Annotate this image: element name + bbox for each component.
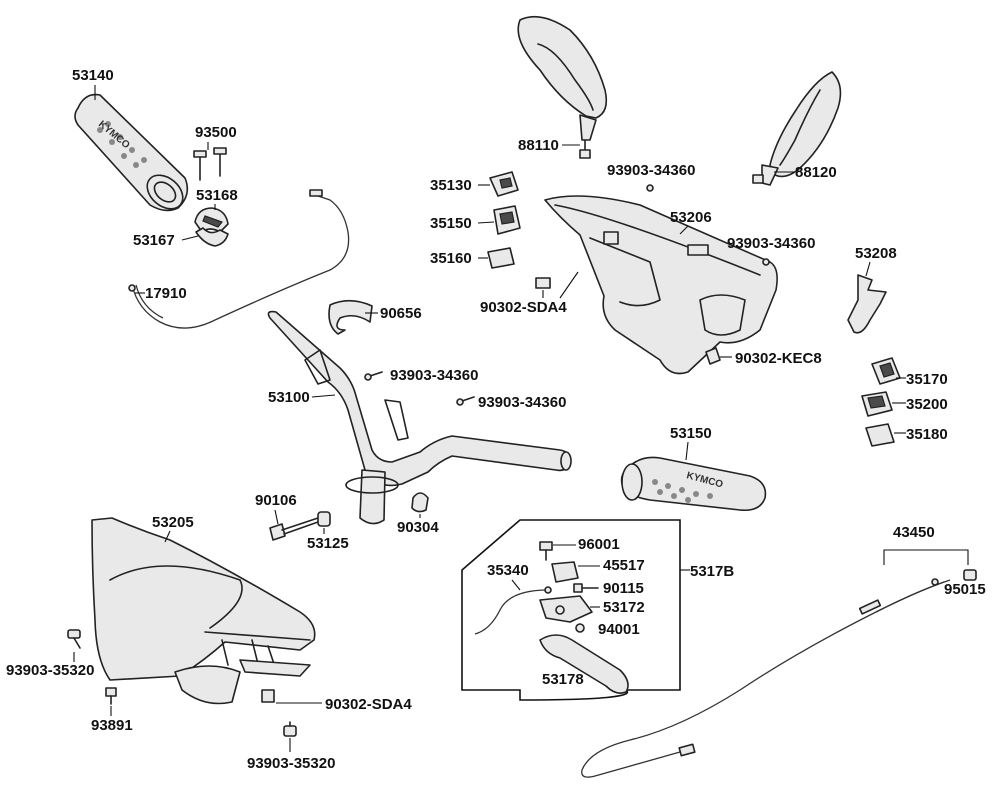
strap-90656[interactable] bbox=[328, 299, 373, 335]
label-93903-35320-b: 93903-35320 bbox=[247, 755, 335, 772]
screw-93903-34360-a[interactable] bbox=[646, 184, 654, 192]
screw-90115[interactable] bbox=[573, 583, 599, 593]
right-grip-53150[interactable]: KYMCO bbox=[620, 456, 767, 512]
label-35130: 35130 bbox=[430, 177, 472, 194]
label-93891: 93891 bbox=[91, 717, 133, 734]
screw-93903-34360-c[interactable] bbox=[364, 371, 383, 381]
screws-93500[interactable] bbox=[193, 147, 227, 181]
handlebar-53100[interactable] bbox=[267, 310, 572, 525]
label-95015: 95015 bbox=[944, 581, 986, 598]
label-93500: 93500 bbox=[195, 124, 237, 141]
label-94001: 94001 bbox=[598, 621, 640, 638]
switch-35130[interactable] bbox=[489, 171, 519, 197]
bolt-90106[interactable] bbox=[269, 517, 319, 541]
nut-95015[interactable] bbox=[963, 569, 977, 581]
screw-93891[interactable] bbox=[105, 687, 117, 705]
label-53178: 53178 bbox=[542, 671, 584, 688]
label-53172: 53172 bbox=[603, 599, 645, 616]
clip-90302-sda4-a[interactable] bbox=[535, 277, 551, 289]
nut-53125[interactable] bbox=[317, 511, 331, 527]
nut-90304[interactable] bbox=[411, 492, 429, 513]
switch-35160[interactable] bbox=[487, 247, 515, 269]
screw-93903-34360-d[interactable] bbox=[456, 396, 475, 406]
switch-35180[interactable] bbox=[865, 423, 895, 447]
label-35150: 35150 bbox=[430, 215, 472, 232]
label-90304: 90304 bbox=[397, 519, 439, 536]
label-45517: 45517 bbox=[603, 557, 645, 574]
left-grip[interactable]: KYMCO bbox=[74, 93, 189, 216]
screw-96001[interactable] bbox=[539, 541, 553, 561]
lever-holder-53172[interactable] bbox=[539, 595, 593, 623]
label-90302-sda4-b: 90302-SDA4 bbox=[325, 696, 412, 713]
brake-lever-53178[interactable] bbox=[539, 634, 629, 694]
handlebar-cover-rear-53206[interactable] bbox=[544, 195, 778, 375]
label-53125: 53125 bbox=[307, 535, 349, 552]
label-53100: 53100 bbox=[268, 389, 310, 406]
switch-35170[interactable] bbox=[871, 357, 901, 385]
label-53140: 53140 bbox=[72, 67, 114, 84]
bracket-53208[interactable] bbox=[847, 274, 887, 334]
label-53205: 53205 bbox=[152, 514, 194, 531]
label-53208: 53208 bbox=[855, 245, 897, 262]
switch-45517[interactable] bbox=[551, 561, 579, 583]
throttle-cable-17910[interactable] bbox=[128, 189, 350, 329]
screw-93903-35320-b[interactable] bbox=[283, 721, 297, 737]
label-93903-34360-a: 93903-34360 bbox=[607, 162, 695, 179]
label-53167: 53167 bbox=[133, 232, 175, 249]
screw-93903-34360-b[interactable] bbox=[762, 258, 770, 266]
label-35200: 35200 bbox=[906, 396, 948, 413]
brake-cable-35340[interactable] bbox=[474, 586, 552, 635]
label-43450: 43450 bbox=[893, 524, 935, 541]
handlebar-cover-front-53205[interactable] bbox=[91, 517, 316, 705]
label-35180: 35180 bbox=[906, 426, 948, 443]
screw-93903-35320-a[interactable] bbox=[67, 629, 81, 649]
label-93903-34360-b: 93903-34360 bbox=[727, 235, 815, 252]
grommet-90302-kec8[interactable] bbox=[705, 347, 721, 365]
mirror-right-88120[interactable] bbox=[752, 71, 842, 186]
label-53150: 53150 bbox=[670, 425, 712, 442]
label-5317b: 5317B bbox=[690, 563, 734, 580]
label-35170: 35170 bbox=[906, 371, 948, 388]
label-17910: 17910 bbox=[145, 285, 187, 302]
label-93903-35320-a: 93903-35320 bbox=[6, 662, 94, 679]
label-90302-kec8: 90302-KEC8 bbox=[735, 350, 822, 367]
label-93903-34360-d: 93903-34360 bbox=[478, 394, 566, 411]
label-53168: 53168 bbox=[196, 187, 238, 204]
label-96001: 96001 bbox=[578, 536, 620, 553]
switch-35200[interactable] bbox=[861, 391, 893, 417]
label-90656: 90656 bbox=[380, 305, 422, 322]
label-88120: 88120 bbox=[795, 164, 837, 181]
label-90115: 90115 bbox=[603, 580, 644, 597]
nut-94001[interactable] bbox=[575, 623, 585, 633]
label-90302-sda4-a: 90302-SDA4 bbox=[480, 299, 567, 316]
clip-90302-sda4-b[interactable] bbox=[261, 689, 275, 703]
brake-cable-43450[interactable] bbox=[581, 578, 951, 778]
label-88110: 88110 bbox=[518, 137, 559, 154]
label-90106: 90106 bbox=[255, 492, 297, 509]
label-35340: 35340 bbox=[487, 562, 529, 579]
label-35160: 35160 bbox=[430, 250, 472, 267]
mirror-left-88110[interactable] bbox=[517, 15, 608, 159]
clamp-53168-53167[interactable] bbox=[194, 207, 229, 247]
label-53206: 53206 bbox=[670, 209, 712, 226]
label-93903-34360-c: 93903-34360 bbox=[390, 367, 478, 384]
switch-35150[interactable] bbox=[493, 205, 521, 235]
